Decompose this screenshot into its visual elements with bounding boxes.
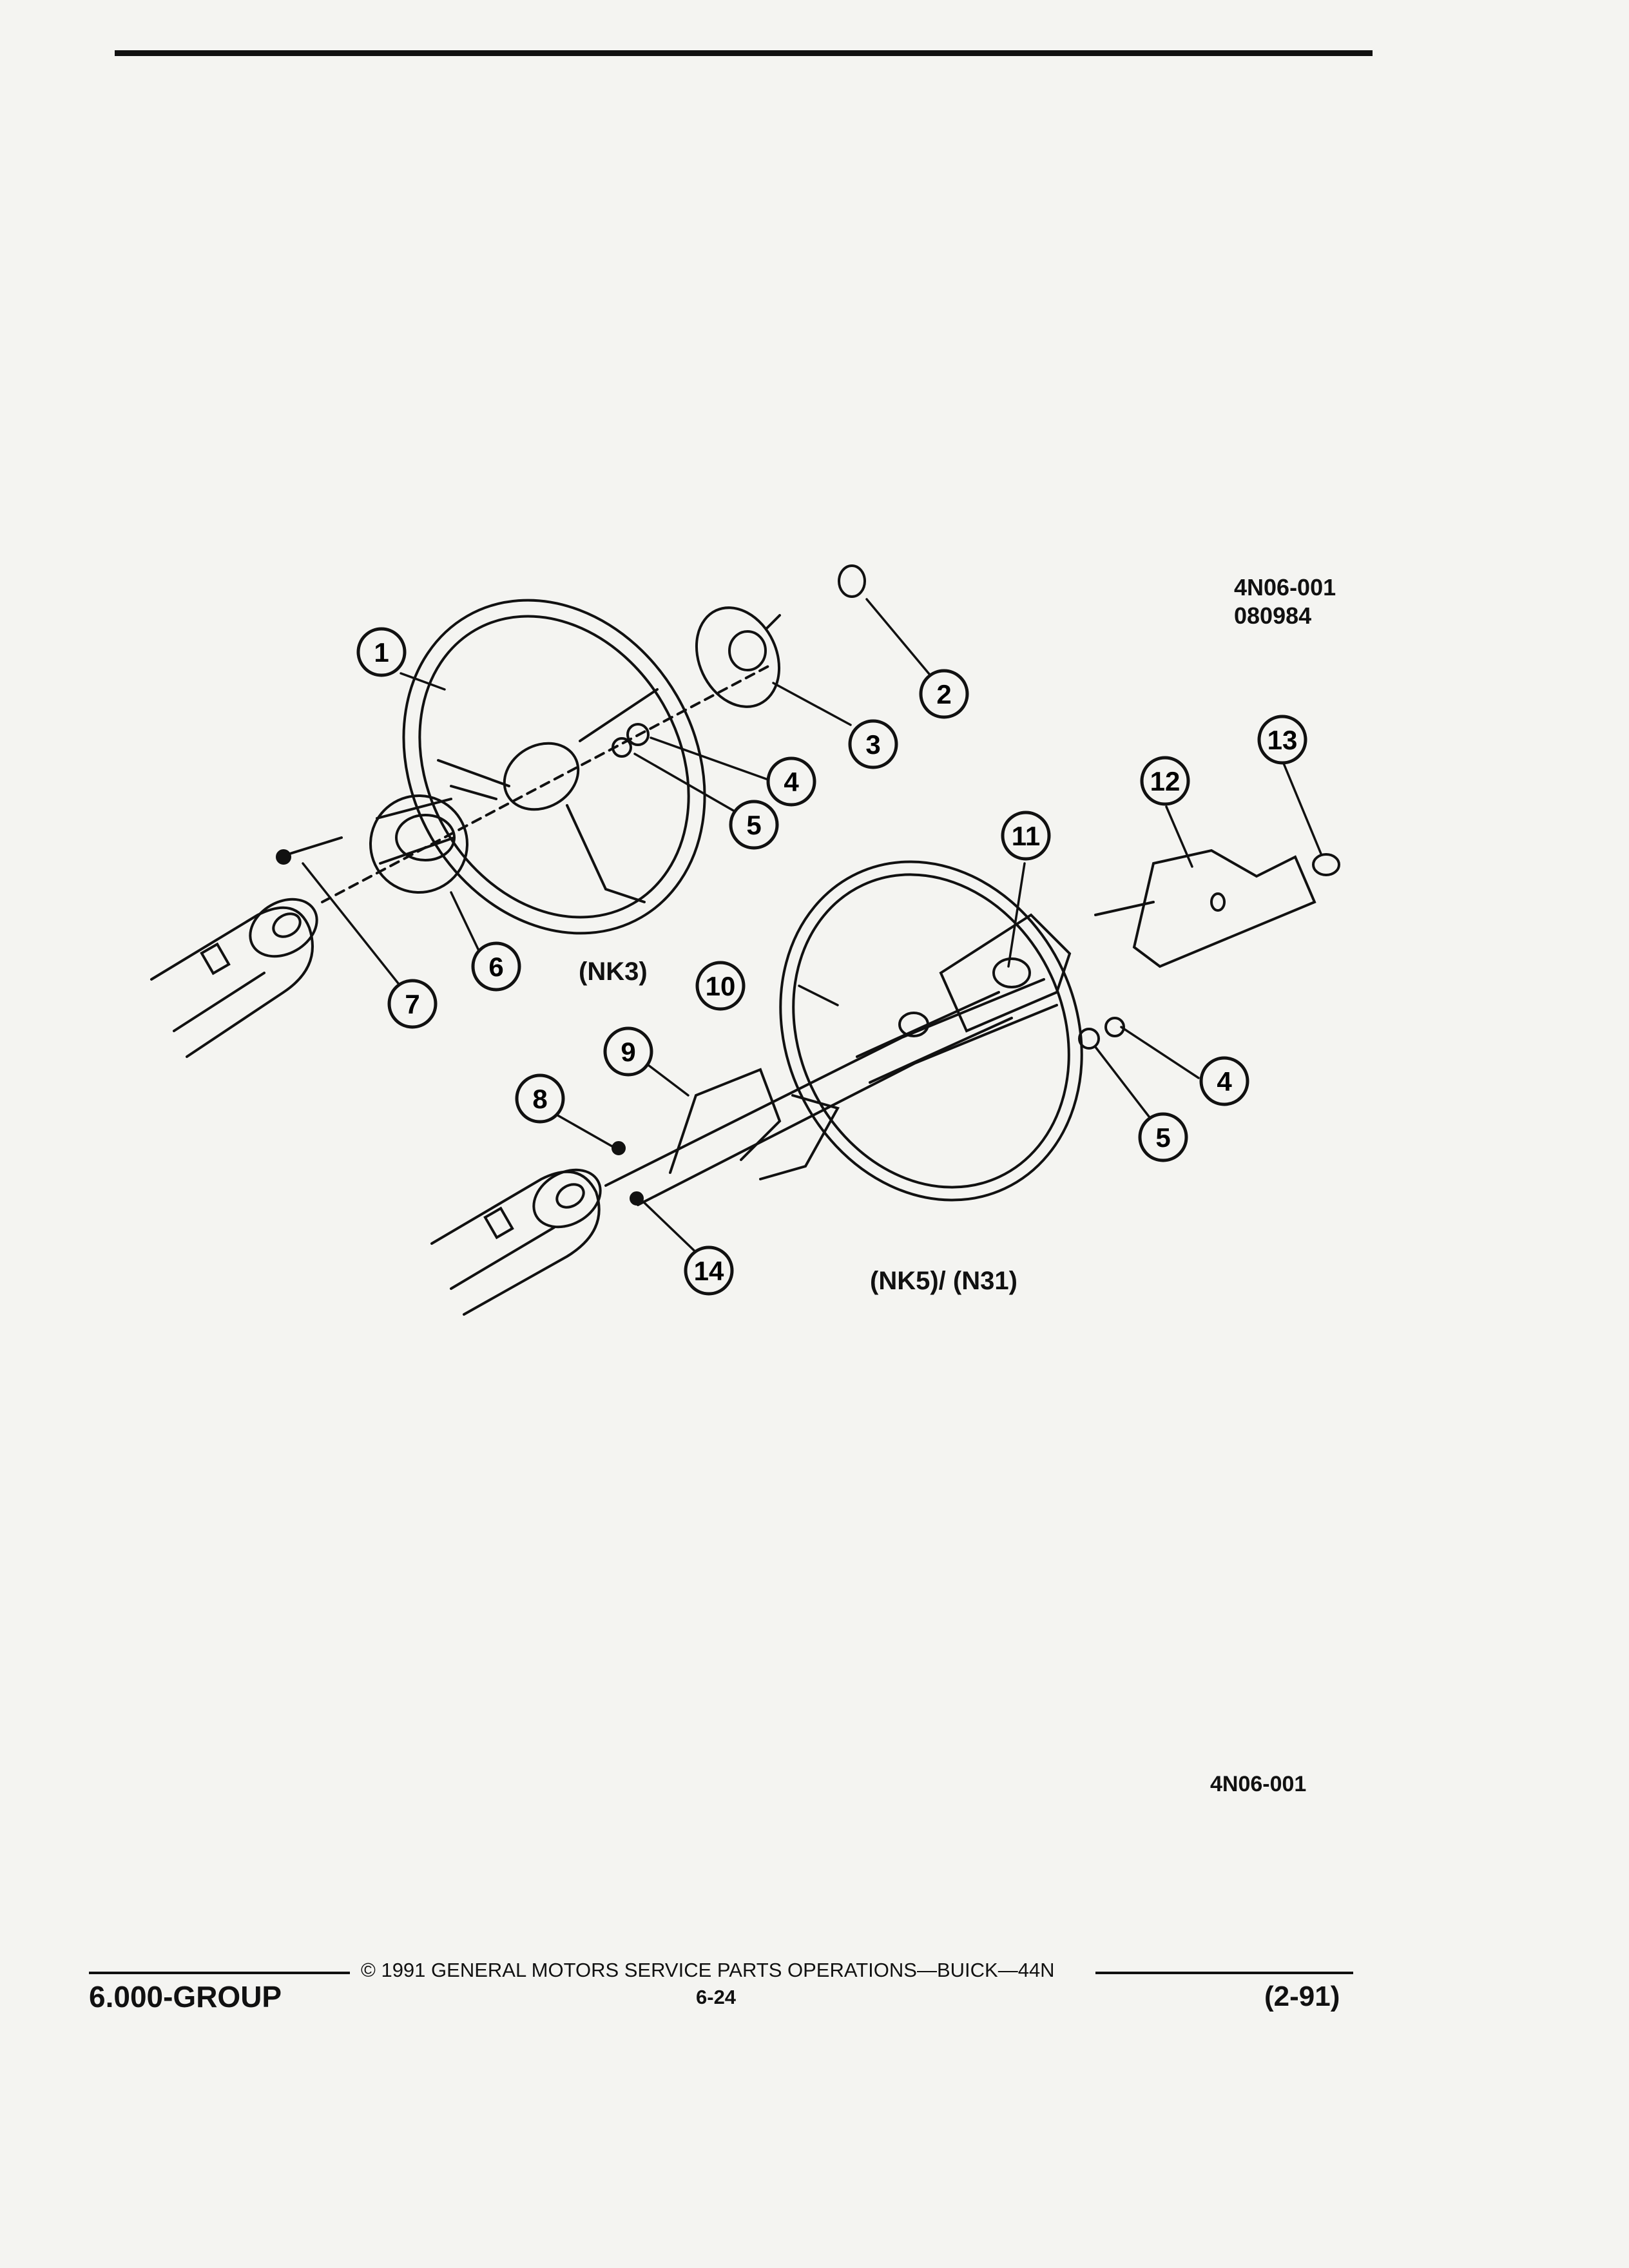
svg-text:13: 13 bbox=[1268, 725, 1298, 755]
footer-date: (2-91) bbox=[1264, 1981, 1340, 2012]
callout-4-lower: 4 bbox=[1199, 1056, 1249, 1106]
callout-2: 2 bbox=[919, 669, 969, 719]
svg-text:4: 4 bbox=[784, 767, 799, 797]
upper-nut bbox=[612, 737, 632, 758]
svg-text:5: 5 bbox=[1155, 1122, 1170, 1153]
svg-text:14: 14 bbox=[694, 1256, 724, 1286]
lower-screw-8 bbox=[612, 1141, 626, 1155]
footer-rule-left bbox=[89, 1972, 350, 1974]
drawing-code-block: 4N06-001 080984 bbox=[1234, 573, 1336, 630]
callout-1: 1 bbox=[356, 627, 407, 677]
footer-page-number: 6-24 bbox=[696, 1986, 737, 2008]
drawing-code: 4N06-001 bbox=[1234, 574, 1336, 601]
footer-copyright: © 1991 GENERAL MOTORS SERVICE PARTS OPER… bbox=[361, 1959, 1055, 1981]
svg-text:7: 7 bbox=[405, 989, 419, 1019]
callout-13: 13 bbox=[1257, 715, 1307, 765]
lower-cap bbox=[1312, 853, 1340, 876]
callout-5: 5 bbox=[729, 800, 779, 850]
upper-horn-pad bbox=[695, 606, 781, 708]
svg-text:5: 5 bbox=[746, 810, 761, 840]
upper-washer bbox=[626, 723, 650, 746]
callout-7: 7 bbox=[387, 979, 438, 1029]
footer-rule-right bbox=[1095, 1972, 1353, 1974]
callout-12: 12 bbox=[1140, 756, 1190, 806]
svg-text:10: 10 bbox=[706, 971, 736, 1001]
svg-text:6: 6 bbox=[488, 952, 503, 982]
lower-nut bbox=[1078, 1028, 1100, 1050]
callout-14: 14 bbox=[684, 1245, 734, 1296]
callout-6: 6 bbox=[471, 941, 521, 992]
header-rule bbox=[115, 50, 1373, 56]
upper-steering-wheel bbox=[402, 599, 706, 935]
callout-8: 8 bbox=[515, 1073, 565, 1124]
footer-group: 6.000-GROUP bbox=[89, 1980, 282, 2013]
figure-id: 4N06-001 bbox=[1210, 1772, 1307, 1796]
lower-washer bbox=[1104, 1017, 1125, 1037]
upper-shaft-line bbox=[321, 662, 775, 903]
svg-text:3: 3 bbox=[865, 729, 880, 760]
callout-3: 3 bbox=[848, 719, 898, 769]
horn-contact-assembly bbox=[369, 794, 468, 894]
svg-text:12: 12 bbox=[1150, 766, 1181, 796]
svg-text:1: 1 bbox=[374, 637, 389, 668]
callout-11: 11 bbox=[1001, 811, 1051, 861]
callout-5-lower: 5 bbox=[1138, 1112, 1188, 1162]
svg-text:4: 4 bbox=[1217, 1066, 1232, 1097]
svg-text:9: 9 bbox=[621, 1037, 635, 1067]
lower-steering-column bbox=[430, 1168, 602, 1316]
callout-10: 10 bbox=[695, 961, 746, 1011]
svg-text:11: 11 bbox=[1012, 821, 1040, 851]
lower-cover-plate bbox=[1094, 849, 1316, 968]
lower-screw-14 bbox=[630, 1191, 644, 1206]
variant-label-nk5-n31: (NK5)/ (N31) bbox=[870, 1267, 1017, 1295]
drawing-date: 080984 bbox=[1234, 602, 1312, 629]
lower-steering-wheel bbox=[779, 860, 1083, 1202]
upper-screw bbox=[282, 836, 343, 857]
svg-text:8: 8 bbox=[532, 1084, 547, 1114]
svg-text:2: 2 bbox=[936, 679, 951, 709]
upper-emblem bbox=[838, 564, 866, 598]
callouts: 1 2 3 4 5 6 7 8 bbox=[356, 627, 1307, 1296]
callout-9: 9 bbox=[603, 1026, 653, 1077]
variant-label-nk3: (NK3) bbox=[579, 957, 648, 986]
lower-column-shaft bbox=[604, 978, 1058, 1206]
callout-4: 4 bbox=[766, 756, 816, 807]
upper-steering-column bbox=[150, 898, 318, 1058]
